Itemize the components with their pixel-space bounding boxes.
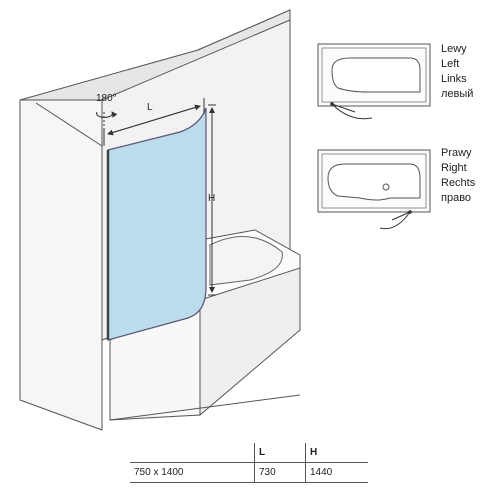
table-cell-size: 750 x 1400	[130, 462, 255, 483]
table-header-row: L H	[130, 443, 368, 463]
table-row: 750 x 1400 730 1440	[130, 462, 368, 483]
rotation-arrow-icon	[96, 111, 118, 132]
right-label-ru: право	[441, 192, 472, 204]
height-label: H	[208, 193, 216, 204]
dimension-table: L H 750 x 1400 730 1440	[130, 443, 368, 483]
left-label-pl: Lewy	[441, 43, 467, 55]
right-variant-plan	[317, 149, 431, 230]
left-variant-plan	[317, 43, 431, 120]
right-label-pl: Prawy	[441, 147, 472, 159]
rotation-label: 180°	[96, 93, 117, 104]
table-cell-h: 1440	[305, 462, 368, 483]
right-label-de: Rechts	[441, 177, 476, 189]
right-variant-label: Prawy Right Rechts право	[441, 146, 475, 206]
left-label-en: Left	[441, 58, 460, 70]
table-header-l: L	[254, 443, 306, 463]
table-cell-l: 730	[254, 462, 306, 483]
left-variant-label: Lewy Left Links левый	[441, 42, 473, 102]
width-dimension-line	[103, 98, 205, 146]
table-header-size	[130, 443, 255, 463]
table-header-h: H	[305, 443, 368, 463]
left-label-de: Links	[441, 73, 467, 85]
height-dimension-line	[208, 104, 216, 296]
glass-screen	[106, 107, 207, 341]
right-label-en: Right	[441, 162, 467, 174]
left-label-ru: левый	[441, 88, 474, 100]
width-label: L	[147, 102, 153, 113]
